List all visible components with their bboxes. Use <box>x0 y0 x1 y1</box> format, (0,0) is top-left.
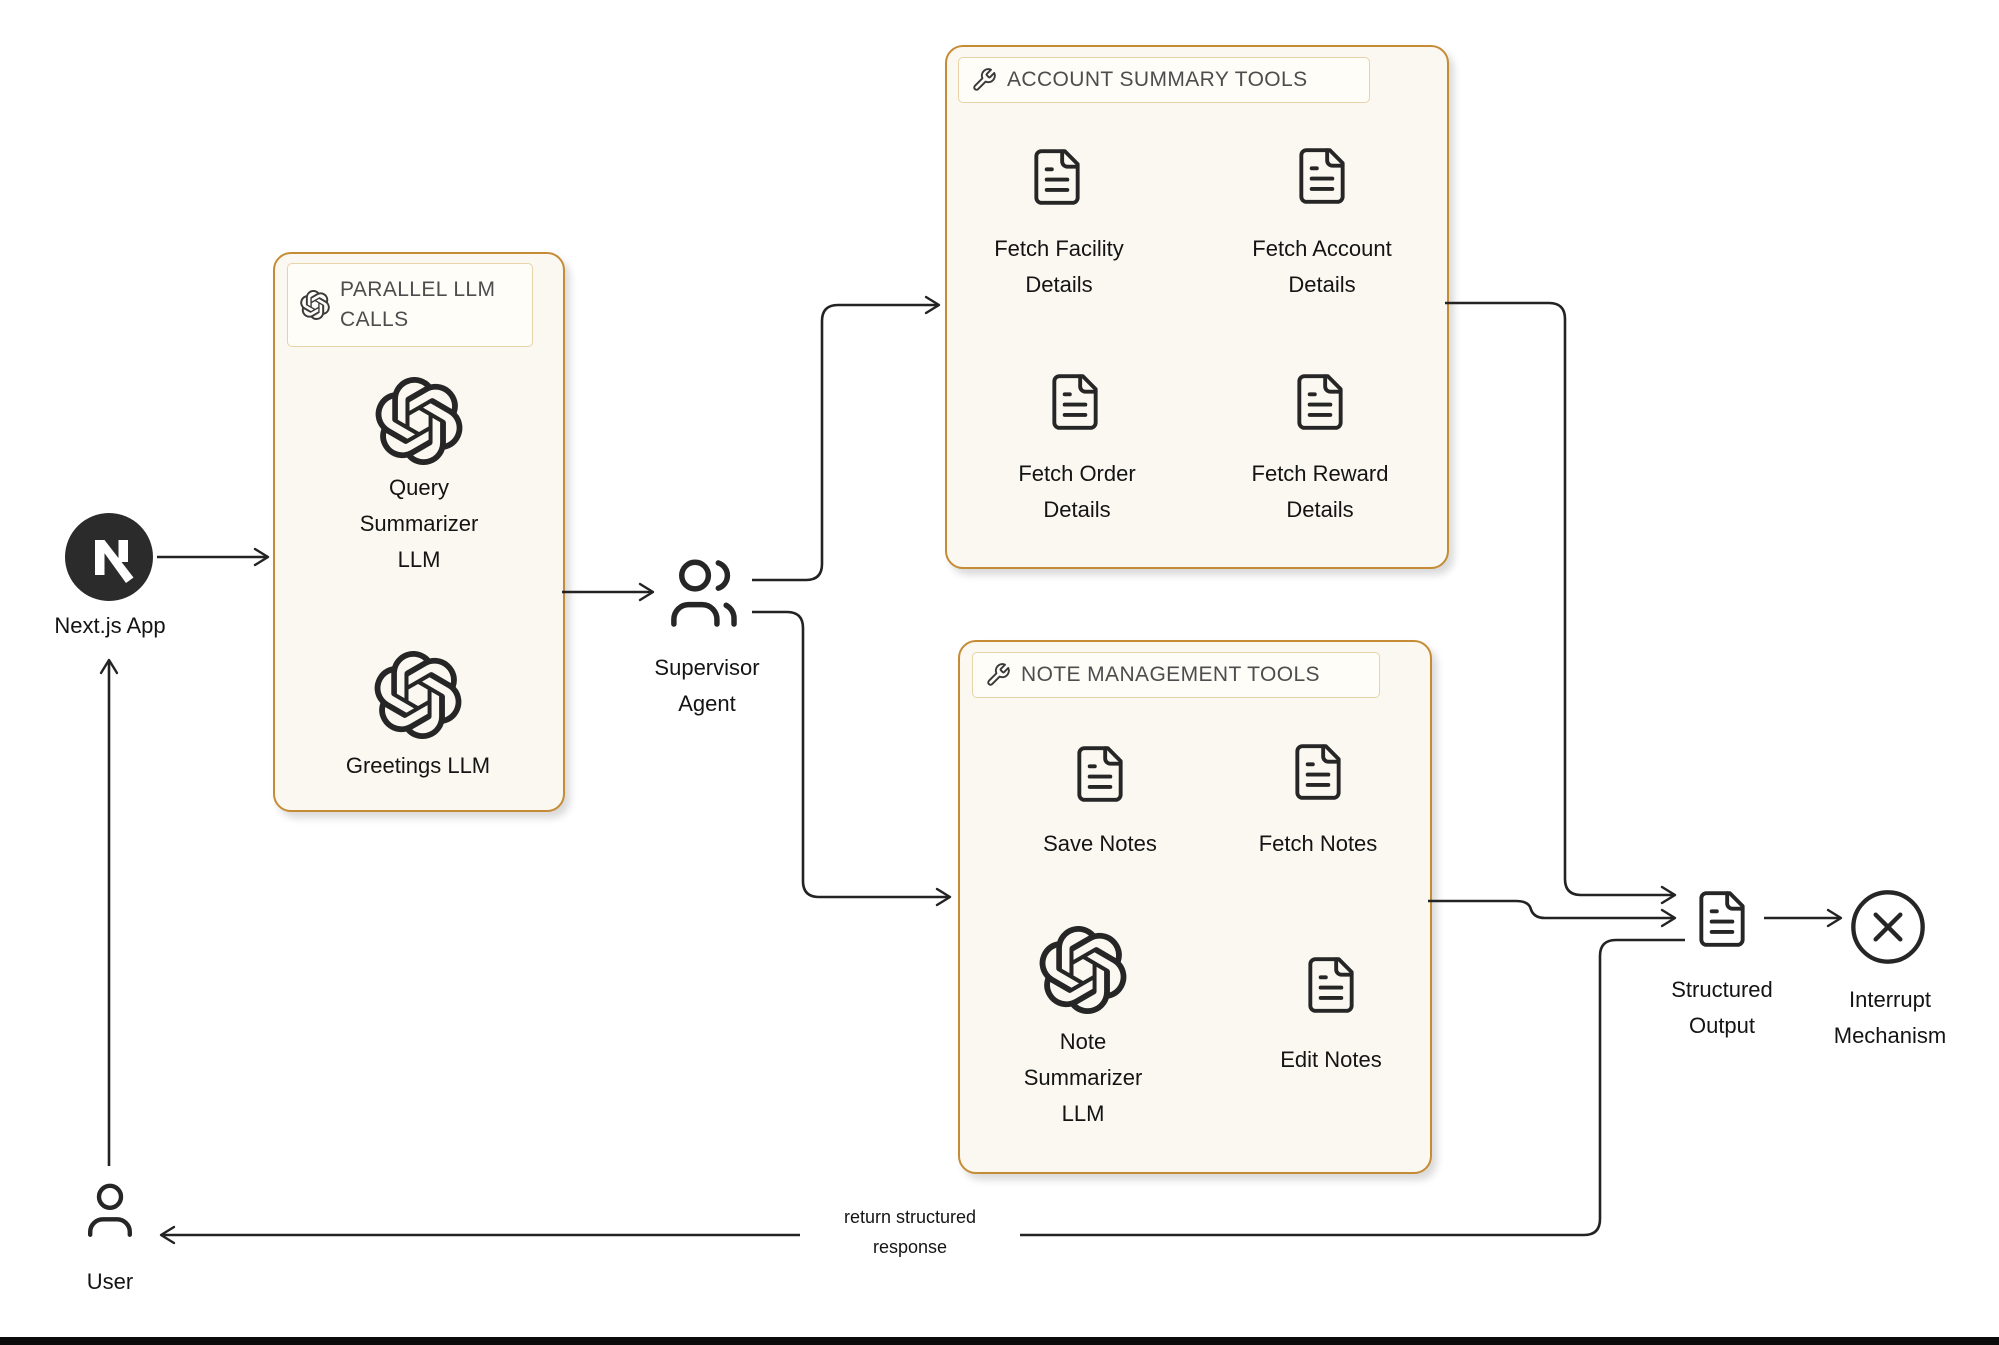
greetings-llm-label: Greetings LLM <box>345 753 491 778</box>
note-management-tools-header: NOTE MANAGEMENT TOOLS <box>972 652 1380 698</box>
edge-supervisor-to-account <box>752 295 941 582</box>
fetch-account-details-label: Fetch Account Details <box>1252 236 1392 297</box>
openai-logo-icon <box>300 290 330 320</box>
group-title: NOTE MANAGEMENT TOOLS <box>1021 663 1320 686</box>
interrupt-mechanism-label: Interrupt Mechanism <box>1833 987 1947 1048</box>
wrench-icon <box>971 67 997 93</box>
fetch-facility-details-label: Fetch Facility Details <box>994 236 1124 297</box>
parallel-llm-calls-header: PARALLEL LLM CALLS <box>287 263 533 347</box>
openai-logo-icon <box>374 651 462 739</box>
supervisor-agent-label: Supervisor Agent <box>654 655 760 716</box>
wrench-icon <box>985 662 1011 688</box>
edge-account-to-structured <box>1445 301 1677 905</box>
document-icon <box>1291 137 1353 215</box>
document-icon <box>1287 733 1349 811</box>
nextjs-logo <box>65 513 153 601</box>
structured-output-label: Structured Output <box>1671 977 1773 1038</box>
fetch-notes-label: Fetch Notes <box>1258 831 1378 856</box>
user-icon <box>77 1170 143 1250</box>
group-title: PARALLEL LLM CALLS <box>340 278 496 331</box>
user-label: User <box>86 1269 134 1294</box>
openai-logo-icon <box>1039 926 1127 1014</box>
account-summary-tools-box <box>945 45 1449 569</box>
document-icon <box>1300 946 1362 1024</box>
circle-x-icon <box>1848 887 1928 967</box>
document-icon <box>1691 880 1753 958</box>
document-icon <box>1044 363 1106 441</box>
save-notes-label: Save Notes <box>1043 831 1157 856</box>
account-summary-tools-header: ACCOUNT SUMMARY TOOLS <box>958 57 1370 103</box>
document-icon <box>1289 363 1351 441</box>
document-icon <box>1069 735 1131 813</box>
edge-notes-to-structured <box>1428 899 1677 928</box>
edit-notes-label: Edit Notes <box>1280 1047 1382 1072</box>
return-structured-response-label: return structured response <box>800 1202 1020 1262</box>
edge-return-to-user <box>159 938 1685 1245</box>
fetch-reward-details-label: Fetch Reward Details <box>1251 461 1389 522</box>
query-summarizer-llm-label: Query Summarizer LLM <box>359 475 479 572</box>
fetch-order-details-label: Fetch Order Details <box>1018 461 1136 522</box>
edge-supervisor-to-notes <box>752 610 952 907</box>
users-icon <box>659 553 753 635</box>
note-summarizer-llm-label: Note Summarizer LLM <box>1023 1029 1143 1126</box>
openai-logo-icon <box>375 377 463 465</box>
document-icon <box>1026 138 1088 216</box>
group-title: ACCOUNT SUMMARY TOOLS <box>1007 68 1308 91</box>
nextjs-app-label: Next.js App <box>54 613 166 638</box>
bottom-bar <box>0 1337 1999 1345</box>
